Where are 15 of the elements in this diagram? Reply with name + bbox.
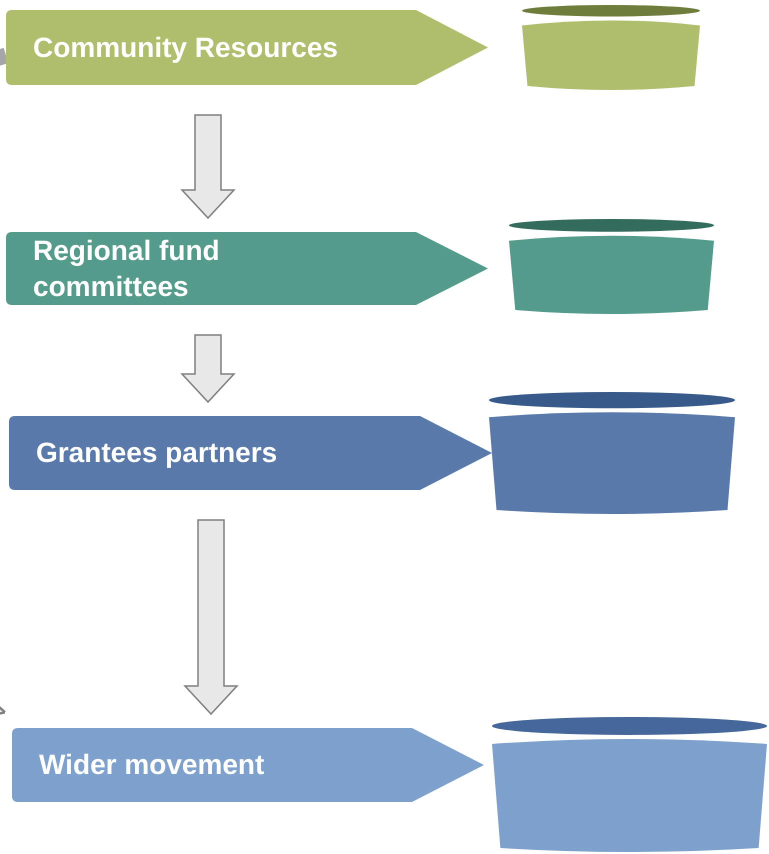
cylinder-shape [507,218,716,316]
banner-label: Community Resources [33,30,339,65]
banner-label: Wider movement [39,748,266,782]
block-arrow [180,114,236,220]
cylinder-shape [520,4,702,92]
banner-label: Grantees partners [36,436,278,470]
block-arrow [183,519,239,716]
cylinder-shape [487,391,737,516]
arrow-banner [9,416,492,490]
cylinder-shape [490,716,769,854]
arrow-banner [12,728,484,802]
arrow-banner [6,10,488,85]
block-arrow [180,334,236,404]
arrow-banner [6,232,488,305]
banner-label: Regional fund committees [33,234,221,304]
